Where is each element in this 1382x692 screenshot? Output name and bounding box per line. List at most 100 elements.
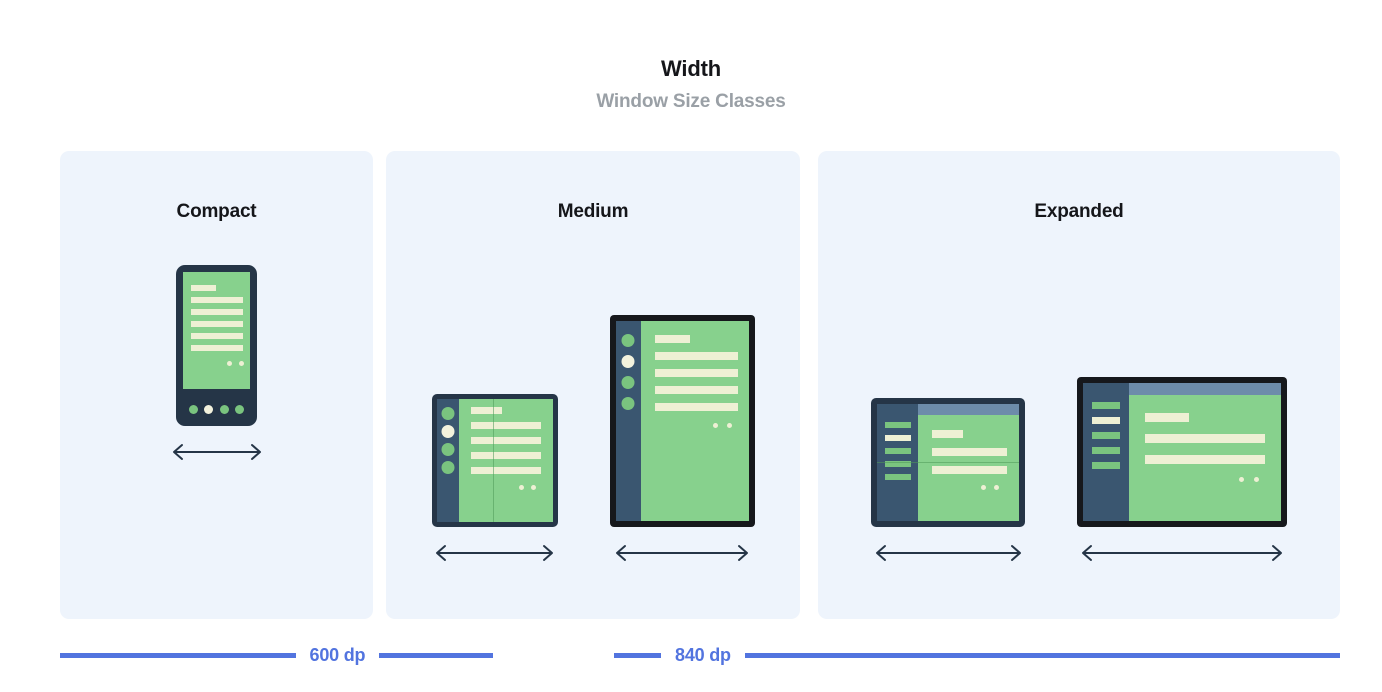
pagination-dot (1254, 477, 1259, 482)
sidebar-bar (1092, 432, 1120, 439)
pagination-dot (227, 361, 232, 366)
nav-dot-active (204, 405, 214, 414)
fold-crease (877, 462, 1019, 463)
rail-dot-active (441, 425, 454, 438)
breakpoint-scale: 600 dp 840 dp (60, 639, 1340, 671)
sidebar-bar (1092, 462, 1120, 469)
resize-arrow-icon (436, 545, 553, 561)
device-row-compact (60, 265, 373, 565)
pagination-dot (712, 423, 718, 428)
navigation-sidebar (1083, 383, 1129, 521)
phone-frame (176, 265, 257, 426)
chart-header: Width Window Size Classes (0, 0, 1382, 115)
content-bar (654, 335, 690, 343)
content-bar (191, 309, 243, 315)
navigation-rail (615, 321, 641, 521)
pagination-dot (1239, 477, 1244, 482)
rail-dot (441, 407, 454, 420)
foldable-landscape-content (918, 404, 1019, 521)
breakpoint-600: 600 dp (309, 645, 366, 665)
device-row-medium (386, 265, 800, 565)
pagination-dot (530, 485, 536, 490)
navigation-rail (436, 399, 459, 522)
scale-rule (379, 652, 494, 658)
resize-arrow-icon (616, 545, 748, 561)
panel-medium: Medium (386, 151, 800, 619)
scale-rule (614, 652, 662, 658)
device-phone (169, 265, 265, 464)
rail-dot (621, 397, 635, 410)
page-subtitle: Window Size Classes (596, 91, 786, 112)
tablet-portrait-screen (615, 321, 749, 521)
sidebar-bar (884, 448, 911, 454)
nav-dot (189, 405, 199, 414)
rail-dot (441, 443, 454, 456)
foldable-landscape-screen (877, 404, 1019, 521)
resize-arrow-icon (172, 444, 261, 460)
sidebar-bar (1092, 402, 1120, 409)
tablet-landscape-content (1129, 383, 1281, 521)
sidebar-bar-active (1092, 417, 1120, 424)
scale-rule (60, 652, 296, 658)
device-row-expanded (818, 265, 1340, 565)
scale-rule (744, 652, 1340, 658)
tablet-portrait-frame (609, 315, 755, 527)
fold-crease (492, 399, 494, 522)
device-foldable-portrait (431, 394, 558, 565)
foldable-portrait-frame (431, 394, 558, 527)
tablet-portrait-content (641, 321, 749, 521)
content-bar (470, 407, 502, 414)
pagination-dot (726, 423, 732, 428)
content-bar (191, 333, 243, 339)
device-tablet-landscape (1077, 377, 1287, 565)
rail-dot (621, 334, 635, 347)
sidebar-bar (884, 461, 911, 467)
resize-arrow-icon (875, 545, 1021, 561)
content-bar (470, 437, 541, 444)
panel-label-compact: Compact (176, 201, 257, 222)
foldable-landscape-frame (871, 398, 1025, 527)
panel-compact: Compact (60, 151, 373, 619)
sidebar-bar (884, 474, 911, 480)
content-bar (654, 386, 738, 394)
device-tablet-portrait (609, 315, 755, 565)
content-bar (654, 369, 738, 377)
content-bar (470, 422, 541, 429)
content-bar (1145, 434, 1265, 443)
panel-expanded: Expanded (818, 151, 1340, 619)
device-foldable-landscape (871, 398, 1025, 565)
content-bar (191, 345, 243, 351)
sidebar-bar (884, 422, 911, 428)
tablet-landscape-screen (1083, 383, 1281, 521)
pagination-dot (981, 485, 986, 490)
rail-dot (441, 461, 454, 474)
panel-label-expanded: Expanded (1034, 201, 1124, 222)
rail-dot-active (621, 355, 635, 368)
content-bar (932, 448, 1007, 456)
page-title: Width (661, 56, 721, 81)
content-bar (654, 352, 738, 360)
pagination-dot (239, 361, 244, 366)
sidebar-bar (1092, 447, 1120, 454)
nav-dot (219, 405, 229, 414)
content-bar (654, 403, 738, 411)
content-bar (191, 321, 243, 327)
rail-dot (621, 376, 635, 389)
phone-screen (183, 272, 250, 389)
content-bar (470, 452, 541, 459)
foldable-portrait-content (459, 399, 553, 522)
panel-label-medium: Medium (557, 201, 629, 222)
sidebar-bar-active (884, 435, 911, 441)
phone-bottom-nav (183, 400, 250, 419)
app-top-bar (1129, 383, 1281, 395)
app-top-bar (918, 404, 1019, 415)
pagination-dot (994, 485, 999, 490)
content-bar (1145, 413, 1189, 422)
content-bar (470, 467, 541, 474)
foldable-portrait-screen (436, 399, 553, 522)
content-bar (932, 466, 1007, 474)
content-bar (191, 285, 216, 291)
content-bar (1145, 455, 1265, 464)
tablet-landscape-frame (1077, 377, 1287, 527)
content-bar (191, 297, 243, 303)
